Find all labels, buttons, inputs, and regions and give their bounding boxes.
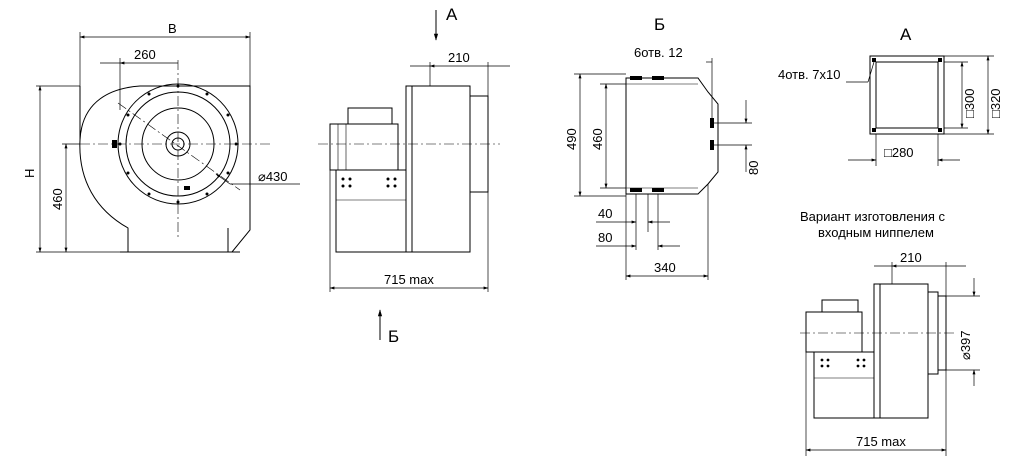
variant-dim-397: ⌀397 bbox=[958, 330, 973, 360]
front-dim-260: 260 bbox=[134, 47, 156, 62]
bottom-dim-80: 80 bbox=[598, 230, 612, 245]
variant-dim-210: 210 bbox=[900, 250, 922, 265]
front-height-label: H bbox=[22, 169, 37, 178]
bottom-dim-460: 460 bbox=[590, 128, 605, 150]
side-dim-210: 210 bbox=[448, 50, 470, 65]
variant-caption-line1: Вариант изготовления с bbox=[800, 209, 946, 224]
side-dim-715: 715 max bbox=[384, 272, 434, 287]
bottom-dim-340: 340 bbox=[654, 260, 676, 275]
outlet-view-title: А bbox=[900, 25, 912, 44]
bottom-view-title: Б bbox=[654, 15, 665, 34]
side-view bbox=[318, 10, 510, 340]
outlet-dim-280: □280 bbox=[884, 145, 914, 160]
front-dim-430: ⌀430 bbox=[258, 169, 288, 184]
bottom-dim-80-right: 80 bbox=[746, 161, 761, 175]
side-view-a-label: A bbox=[446, 5, 458, 24]
front-view bbox=[36, 32, 300, 253]
bottom-holes-label: 6отв. 12 bbox=[634, 45, 683, 60]
front-dim-460: 460 bbox=[50, 188, 65, 210]
front-width-label: B bbox=[168, 21, 177, 36]
variant-view bbox=[800, 262, 980, 456]
outlet-view bbox=[846, 55, 994, 166]
bottom-dim-490: 490 bbox=[564, 128, 579, 150]
side-view-b-label: Б bbox=[388, 327, 399, 346]
variant-dim-715: 715 max bbox=[856, 434, 906, 449]
outlet-holes-label: 4отв. 7х10 bbox=[778, 67, 840, 82]
variant-caption-line2: входным ниппелем bbox=[818, 225, 934, 240]
outlet-dim-320: □320 bbox=[988, 88, 1003, 118]
bottom-view bbox=[574, 58, 752, 280]
outlet-dim-300: □300 bbox=[962, 88, 977, 118]
bottom-dim-40: 40 bbox=[598, 206, 612, 221]
